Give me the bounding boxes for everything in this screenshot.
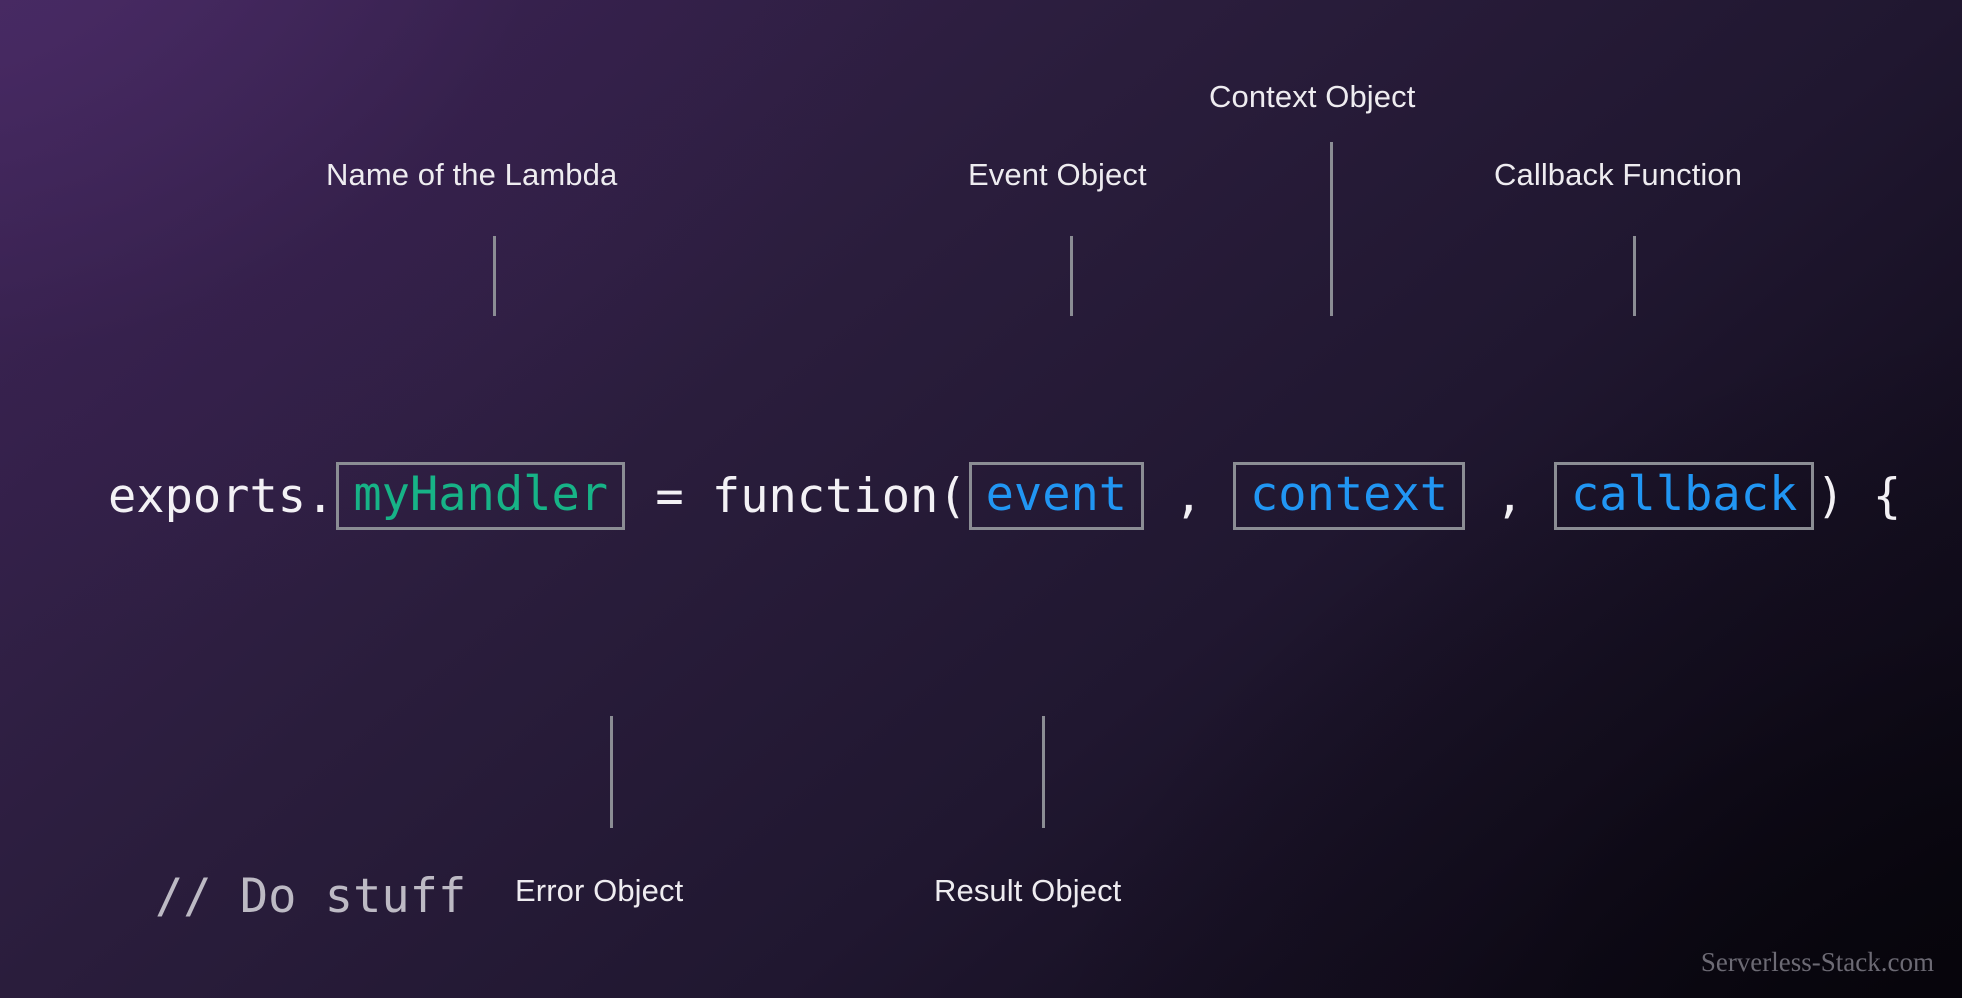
code-snippet: exports. myHandler = function( event , c… bbox=[108, 318, 1901, 998]
annotation-connector-result-object bbox=[1042, 716, 1045, 828]
code-token-param-callback: callback bbox=[1553, 462, 1815, 530]
annotation-connector-name-of-lambda bbox=[493, 236, 496, 316]
annotation-connector-callback-function bbox=[1633, 236, 1636, 316]
code-token-signature-suffix: ) { bbox=[1816, 468, 1902, 524]
annotation-connector-event-object bbox=[1070, 236, 1073, 316]
code-token-exports-prefix: exports. bbox=[108, 468, 335, 524]
code-line-handler-signature: exports. myHandler = function( event , c… bbox=[108, 459, 1901, 533]
annotation-label-error-object: Error Object bbox=[515, 873, 684, 908]
annotation-label-event-object: Event Object bbox=[968, 157, 1147, 192]
code-token-handler-name: myHandler bbox=[336, 462, 626, 530]
annotation-label-context-object: Context Object bbox=[1209, 79, 1416, 114]
annotation-label-result-object: Result Object bbox=[934, 873, 1122, 908]
code-token-comma-1: , bbox=[1146, 468, 1231, 524]
annotation-label-callback-function: Callback Function bbox=[1494, 157, 1743, 192]
code-line-comment: // Do stuff bbox=[108, 859, 1901, 933]
code-token-comma-2: , bbox=[1467, 468, 1552, 524]
annotation-label-name-of-lambda: Name of the Lambda bbox=[326, 157, 618, 192]
annotation-connector-context-object bbox=[1330, 142, 1333, 316]
code-token-param-event: event bbox=[968, 462, 1145, 530]
code-token-comment: // Do stuff bbox=[155, 868, 467, 924]
code-token-assign-function: = function( bbox=[627, 468, 967, 524]
code-line-blank-1 bbox=[108, 674, 1901, 718]
watermark: Serverless-Stack.com bbox=[1700, 947, 1934, 977]
annotation-connector-error-object bbox=[610, 716, 613, 828]
code-token-param-context: context bbox=[1232, 462, 1466, 530]
